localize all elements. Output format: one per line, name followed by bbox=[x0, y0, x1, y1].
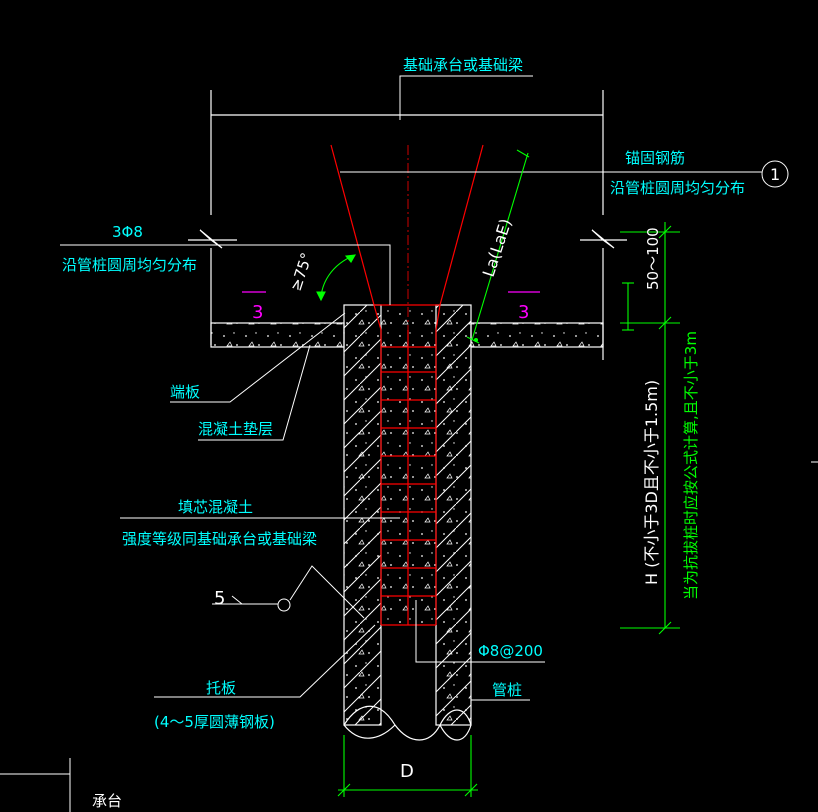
pipe-pile-label: 管桩 bbox=[492, 681, 522, 699]
right-dimensions bbox=[620, 222, 680, 635]
bars-3phi8-sub: 沿管桩圆周均匀分布 bbox=[62, 256, 197, 274]
dim-H-label: H (不小于3D且不小于1.5m) bbox=[642, 380, 661, 585]
bottom-left-label: 承台 bbox=[92, 792, 122, 810]
top-title: 基础承台或基础梁 bbox=[403, 56, 523, 74]
angle-label: ≥75° bbox=[287, 250, 316, 293]
concrete-cushion bbox=[210, 322, 604, 348]
section-right-label: 3 bbox=[518, 302, 529, 323]
dim-D-label: D bbox=[400, 761, 414, 782]
callout-number: 1 bbox=[770, 165, 780, 184]
table-frame bbox=[0, 758, 71, 812]
infill-label: 填芯混凝土 bbox=[178, 498, 253, 516]
anchor-length-dimension bbox=[466, 149, 530, 344]
anchor-bar-sub: 沿管桩圆周均匀分布 bbox=[610, 179, 745, 197]
end-plate-label: 端板 bbox=[170, 383, 200, 401]
anchor-bar-label: 锚固钢筋 bbox=[625, 149, 685, 167]
support-plate-label: 托板 bbox=[206, 679, 236, 697]
cushion-label: 混凝土垫层 bbox=[198, 420, 273, 438]
angle-marker bbox=[316, 254, 357, 302]
infill-sub: 强度等级同基础承台或基础梁 bbox=[122, 530, 317, 548]
pile-cap-outline bbox=[188, 90, 627, 360]
support-plate-sub: (4～5厚圆薄钢板) bbox=[154, 713, 275, 731]
stirrup-label: Φ8@200 bbox=[478, 642, 543, 660]
pipe-pile bbox=[343, 304, 472, 741]
bars-3phi8-label: 3Φ8 bbox=[112, 223, 143, 241]
leader-lines bbox=[60, 75, 789, 701]
detail-ref: 5 bbox=[214, 588, 225, 609]
dim-H-note: 当为抗拔桩时应按公式计算,且不小于3m bbox=[682, 331, 700, 600]
section-left-label: 3 bbox=[252, 302, 263, 323]
diameter-dimension bbox=[337, 735, 478, 797]
dim-top-label: 50～100 bbox=[644, 227, 662, 290]
anchor-length-label: La(LaE) bbox=[479, 216, 516, 279]
